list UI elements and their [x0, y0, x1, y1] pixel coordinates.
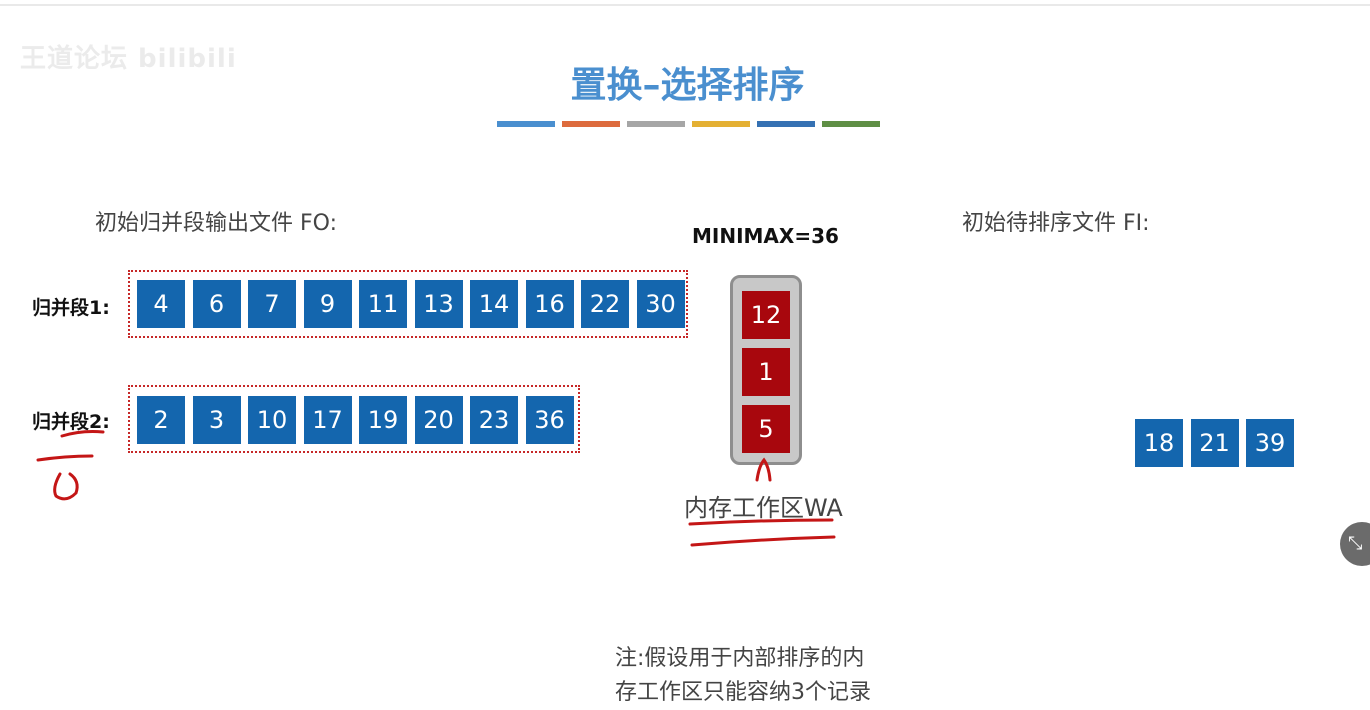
record-cell: 6	[192, 280, 241, 328]
underline-work-area-top	[688, 518, 834, 526]
record-cell: 16	[525, 280, 574, 328]
record-cell: 14	[470, 280, 518, 328]
record-cell: 21	[1190, 419, 1239, 467]
record-cell: 18	[1135, 419, 1183, 467]
underline-segment-2-stroke	[60, 430, 105, 438]
work-area-cell: 5	[742, 405, 790, 453]
segment-1-label: 归并段1:	[32, 297, 110, 319]
record-cell: 4	[137, 280, 185, 328]
note-line-1: 注:假设用于内部排序的内	[615, 646, 865, 671]
input-file-records: 18 21 39	[1135, 419, 1302, 467]
exit-fullscreen-icon[interactable]: ⤡	[1340, 522, 1370, 566]
note-line-2: 存工作区只能容纳3个记录	[615, 680, 871, 705]
segment-2-label: 归并段2:	[32, 411, 110, 433]
record-cell: 36	[525, 396, 574, 444]
record-cell: 7	[248, 280, 296, 328]
slide-title: 置换–选择排序	[570, 65, 805, 106]
color-swatch-yellow	[692, 121, 750, 127]
segment-1-frame	[128, 270, 688, 338]
color-swatch-darkblue	[757, 121, 815, 127]
color-swatch-blue	[497, 121, 555, 127]
arrow-mark-work-area	[755, 457, 772, 482]
record-cell: 13	[414, 280, 463, 328]
segment-2-frame	[128, 385, 580, 453]
handwritten-zero-mark	[53, 472, 79, 501]
watermark: 王道论坛 bilibili	[20, 44, 237, 74]
work-area-cell: 12	[742, 291, 790, 339]
segment-2-records: 2 3 10 17 19 20 23 36	[137, 396, 581, 444]
record-cell: 22	[581, 280, 629, 328]
record-cell: 11	[359, 280, 407, 328]
segment-1-records: 4 6 7 9 11 13 14 16 22 30	[137, 280, 692, 328]
work-area-label: 内存工作区WA	[684, 494, 843, 522]
record-cell: 3	[192, 396, 241, 444]
record-cell: 10	[248, 396, 296, 444]
input-file-label: 初始待排序文件 FI:	[962, 211, 1150, 236]
record-cell: 23	[470, 396, 518, 444]
color-swatch-green	[822, 121, 880, 127]
title-color-bar	[497, 121, 887, 127]
record-cell: 20	[414, 396, 463, 444]
record-cell: 17	[303, 396, 352, 444]
underline-work-area-bottom	[690, 535, 836, 547]
record-cell: 9	[303, 280, 352, 328]
top-divider	[0, 4, 1370, 6]
output-file-label: 初始归并段输出文件 FO:	[95, 211, 337, 236]
color-swatch-orange	[562, 121, 620, 127]
work-area-container: 12 1 5	[730, 275, 802, 465]
record-cell: 39	[1246, 419, 1294, 467]
record-cell: 2	[137, 396, 185, 444]
underline-segment-2-short-stroke	[36, 454, 94, 462]
color-swatch-gray	[627, 121, 685, 127]
record-cell: 30	[636, 280, 685, 328]
record-cell: 19	[359, 396, 407, 444]
work-area-cell: 1	[742, 348, 790, 396]
minimax-value: MINIMAX=36	[692, 224, 839, 248]
